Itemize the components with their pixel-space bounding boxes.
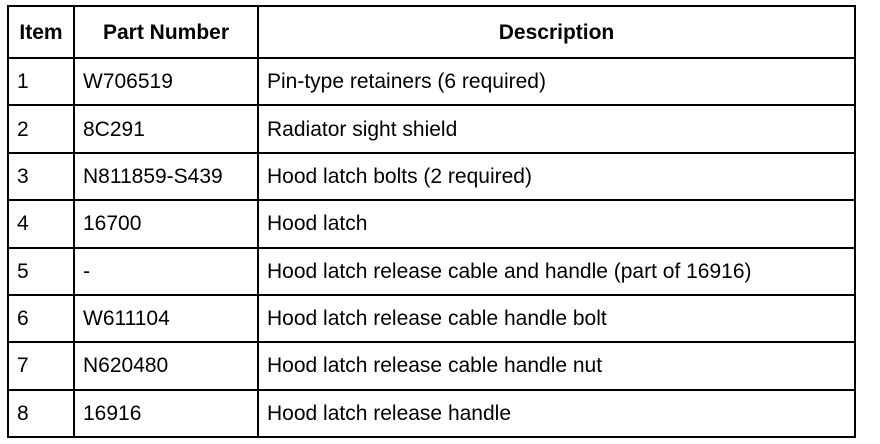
cell-description: Hood latch bolts (2 required): [257, 151, 856, 202]
cell-item: 2: [7, 104, 75, 154]
cell-part-number: N620480: [73, 341, 259, 391]
table-row: 3 N811859-S439 Hood latch bolts (2 requi…: [7, 151, 856, 202]
cell-item: 3: [7, 151, 75, 202]
cell-item: 5: [7, 246, 75, 296]
cell-description: Hood latch: [257, 199, 856, 249]
cell-description: Hood latch release cable and handle (par…: [257, 246, 856, 296]
cell-part-number: 16700: [73, 199, 259, 249]
table-header-row: Item Part Number Description: [7, 5, 856, 59]
cell-part-number: W706519: [73, 56, 259, 107]
cell-part-number: W611104: [73, 293, 259, 344]
table-row: 2 8C291 Radiator sight shield: [7, 104, 856, 154]
cell-item: 8: [7, 388, 75, 439]
column-header-item: Item: [7, 5, 75, 59]
table-row: 4 16700 Hood latch: [7, 199, 856, 249]
cell-item: 6: [7, 293, 75, 344]
cell-description: Hood latch release cable handle nut: [257, 341, 856, 391]
table-row: 6 W611104 Hood latch release cable handl…: [7, 293, 856, 344]
cell-part-number: 16916: [73, 388, 259, 439]
cell-item: 7: [7, 341, 75, 391]
cell-description: Hood latch release handle: [257, 388, 856, 439]
table-row: 8 16916 Hood latch release handle: [7, 388, 856, 439]
table-row: 7 N620480 Hood latch release cable handl…: [7, 341, 856, 391]
cell-description: Radiator sight shield: [257, 104, 856, 154]
cell-part-number: 8C291: [73, 104, 259, 154]
cell-description: Pin-type retainers (6 required): [257, 56, 856, 107]
cell-item: 1: [7, 56, 75, 107]
column-header-description: Description: [257, 5, 856, 59]
cell-item: 4: [7, 199, 75, 249]
cell-part-number: -: [73, 246, 259, 296]
cell-part-number: N811859-S439: [73, 151, 259, 202]
cell-description: Hood latch release cable handle bolt: [257, 293, 856, 344]
parts-table: Item Part Number Description 1 W706519 P…: [7, 5, 856, 439]
column-header-part-number: Part Number: [73, 5, 259, 59]
table-row: 1 W706519 Pin-type retainers (6 required…: [7, 56, 856, 107]
table-row: 5 - Hood latch release cable and handle …: [7, 246, 856, 296]
